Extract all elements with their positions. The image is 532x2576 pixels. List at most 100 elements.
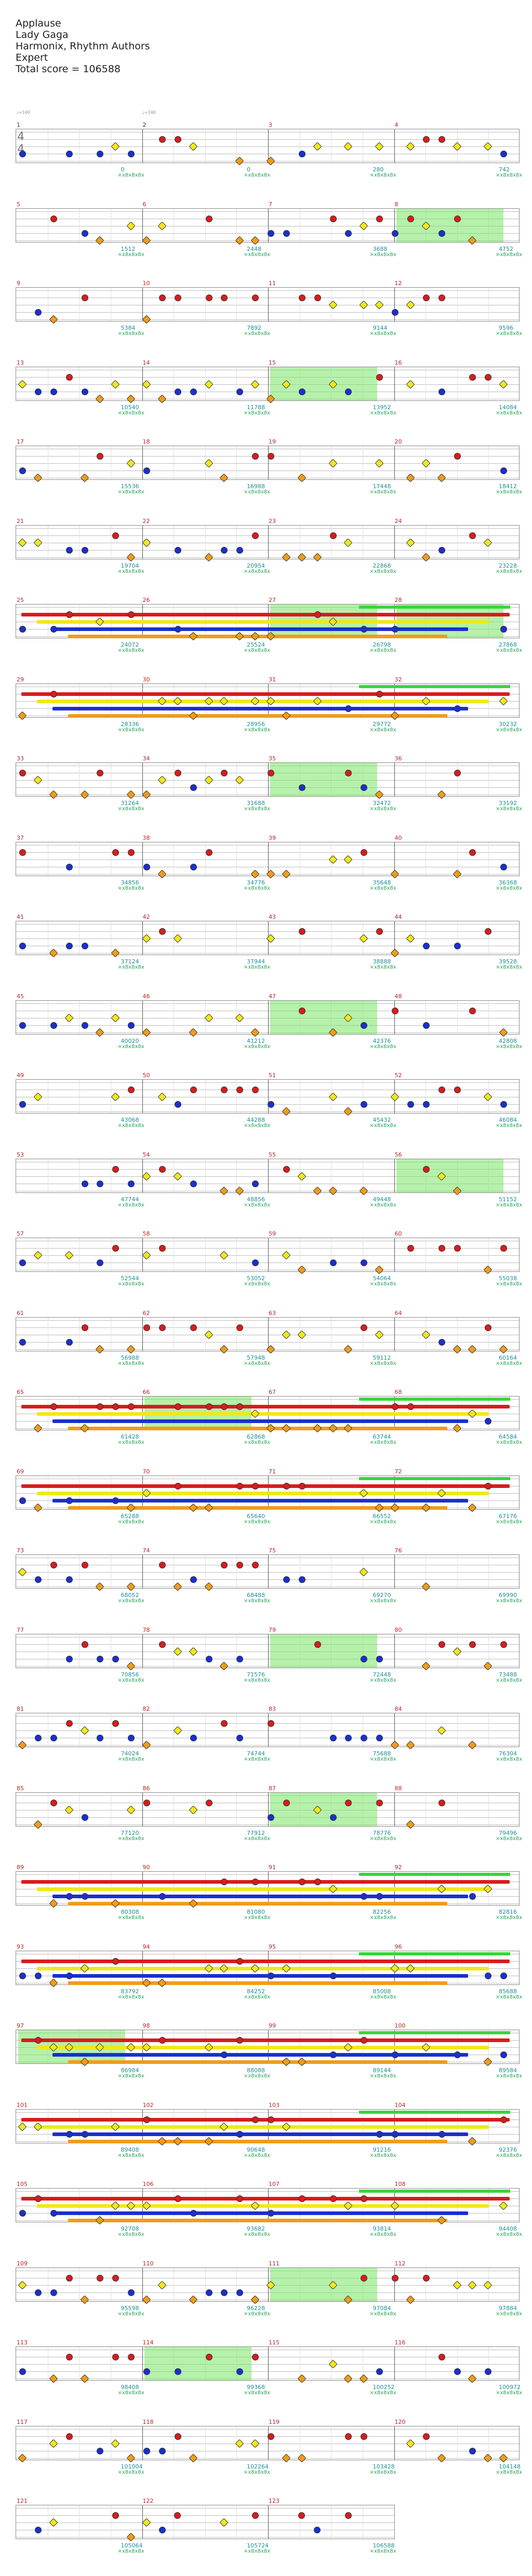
note-gem — [64, 1013, 74, 1022]
note-staff — [16, 1633, 520, 1670]
note-gem — [252, 294, 259, 301]
note-gem — [376, 2368, 383, 2375]
note-staff — [16, 525, 520, 561]
note-gem — [359, 300, 368, 310]
note-gem — [298, 784, 305, 791]
note-gem — [219, 1186, 229, 1195]
measure-number: 114 — [142, 2339, 154, 2346]
note-gem — [469, 1641, 476, 1648]
note-gem — [190, 1180, 197, 1187]
sustain-trail — [52, 1974, 468, 1978]
note-gem — [158, 1562, 166, 1568]
measure-score: 51152 — [499, 1196, 517, 1203]
score-multiplier: ×x8x8x8x — [369, 1915, 396, 1921]
measure-score: 90648 — [247, 2146, 265, 2153]
measure-score: 33192 — [499, 800, 517, 807]
measure-score: 74744 — [247, 1750, 265, 1757]
note-gem — [268, 1814, 274, 1821]
measure-bar — [268, 1713, 269, 1747]
note-gem — [189, 1899, 198, 1908]
note-gem — [298, 1482, 305, 1490]
note-gem — [392, 2274, 398, 2282]
measure-number: 72 — [394, 1468, 402, 1475]
note-gem — [329, 1735, 337, 1741]
note-gem — [190, 863, 197, 870]
beat-line — [457, 2426, 458, 2460]
score-multiplier: ×x8x8x8x — [244, 1360, 271, 1366]
note-gem — [421, 553, 431, 561]
lane-line — [16, 1341, 519, 1343]
measure-score: 27868 — [499, 641, 517, 648]
note-gem — [33, 1092, 43, 1102]
beat-line — [205, 1634, 206, 1668]
measure-number: 59 — [269, 1230, 276, 1237]
measure-number: 90 — [142, 1864, 150, 1871]
note-gem — [221, 1720, 228, 1727]
beat-line — [236, 2268, 237, 2301]
lane-line — [16, 2112, 519, 2113]
lane-line — [16, 1745, 519, 1746]
score-multiplier: ×x8x8x8x — [496, 172, 523, 178]
note-gem — [250, 2439, 260, 2448]
sustain-trail — [37, 2046, 489, 2049]
note-gem — [499, 2201, 508, 2210]
beat-line — [236, 1317, 237, 1351]
measure-score: 39528 — [499, 958, 517, 965]
note-gem — [500, 863, 508, 870]
note-gem — [359, 1567, 368, 1577]
note-gem — [236, 388, 244, 395]
note-staff — [16, 1554, 520, 1591]
overdrive-phrase — [396, 1159, 503, 1192]
beat-line — [205, 525, 206, 559]
score-multiplier: ×x8x8x8x — [369, 1360, 396, 1366]
beat-line — [205, 1713, 206, 1747]
lane-line — [16, 1248, 519, 1249]
measure-score: 65288 — [121, 1512, 139, 1520]
measure-number: 123 — [269, 2498, 280, 2504]
note-gem — [190, 2210, 197, 2217]
measure-number: 12 — [394, 280, 402, 287]
note-gem — [174, 1101, 181, 1108]
note-gem — [313, 553, 322, 561]
note-gem — [112, 1403, 119, 1410]
measure-score: 13952 — [373, 404, 391, 411]
note-gem — [18, 538, 27, 547]
overdrive-sustain — [358, 685, 510, 688]
score-multiplier: ×x8x8x8x — [244, 885, 271, 891]
note-gem — [343, 1345, 353, 1353]
note-gem — [34, 1972, 42, 1979]
measure-number: 116 — [394, 2339, 406, 2346]
beat-line — [236, 1555, 237, 1588]
note-gem — [128, 849, 135, 856]
note-gem — [142, 1251, 151, 1260]
note-gem — [421, 1503, 431, 1512]
note-gem — [157, 869, 167, 878]
score-multiplier: ×x8x8x8x — [117, 489, 144, 495]
song-header: Applause Lady Gaga Harmonix, Rhythm Auth… — [16, 18, 150, 75]
note-gem — [174, 626, 181, 633]
note-gem — [189, 1647, 198, 1656]
note-gem — [81, 230, 88, 237]
note-gem — [236, 1086, 244, 1093]
measure-number: 100 — [394, 2022, 406, 2029]
sustain-trail — [37, 699, 489, 703]
lane-line — [16, 1572, 519, 1573]
tempo-marker: ♩=140 — [142, 110, 156, 115]
measure-number: 41 — [17, 914, 24, 920]
beat-line — [425, 288, 427, 321]
note-gem — [65, 611, 73, 618]
note-gem — [221, 1562, 228, 1568]
measure-number: 40 — [394, 834, 402, 841]
note-gem — [252, 1482, 259, 1490]
measure-score: 82256 — [373, 1909, 391, 1915]
note-gem — [376, 1655, 383, 1662]
measure-score: 92708 — [121, 2225, 139, 2232]
note-gem — [390, 1092, 400, 1102]
note-gem — [18, 2122, 27, 2131]
note-gem — [65, 2433, 73, 2440]
measure-score: 32472 — [373, 800, 391, 807]
